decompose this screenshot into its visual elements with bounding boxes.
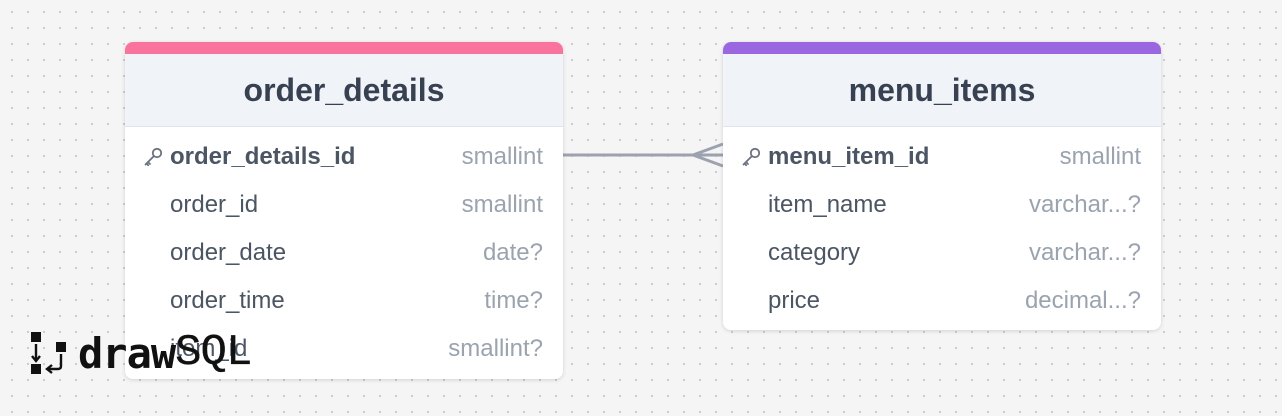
column-name: item_id [170, 335, 248, 362]
column-type: varchar...? [1028, 191, 1141, 218]
key-icon [742, 147, 761, 167]
crow-foot-many-icon [688, 142, 724, 168]
table-menu-items[interactable]: menu_items menu_item_id smallint item_na… [723, 42, 1161, 330]
table-title[interactable]: order_details [125, 54, 563, 127]
table-order-details[interactable]: order_details order_details_id smallint … [125, 42, 563, 379]
column-row-menu-item-id[interactable]: menu_item_id smallint [723, 133, 1161, 181]
column-row-item-name[interactable]: item_name varchar...? [723, 181, 1161, 229]
column-type: smallint? [448, 335, 543, 362]
column-name: order_date [170, 239, 287, 266]
column-type: time? [484, 287, 543, 314]
column-row-order-date[interactable]: order_date date? [125, 229, 563, 277]
column-name: item_name [768, 191, 887, 218]
column-type: decimal...? [1024, 287, 1141, 314]
column-row-price[interactable]: price decimal...? [723, 277, 1161, 325]
column-name: order_id [170, 191, 259, 218]
column-type: date? [482, 239, 543, 266]
column-name: order_time [170, 287, 285, 314]
column-type: smallint [1059, 143, 1141, 170]
logo-word-draw: draw [78, 328, 176, 378]
column-name: order_details_id [170, 143, 356, 170]
key-icon [144, 147, 163, 167]
column-row-item-id[interactable]: item_id smallint? [125, 325, 563, 373]
column-row-category[interactable]: category varchar...? [723, 229, 1161, 277]
column-type: smallint [461, 143, 543, 170]
drawsql-logo-mark-icon [31, 332, 66, 374]
column-row-order-time[interactable]: order_time time? [125, 277, 563, 325]
table-color-bar [723, 42, 1161, 54]
column-row-order-details-id[interactable]: order_details_id smallint [125, 133, 563, 181]
column-row-order-id[interactable]: order_id smallint [125, 181, 563, 229]
column-type: smallint [461, 191, 543, 218]
column-name: menu_item_id [768, 143, 930, 170]
table-color-bar [125, 42, 563, 54]
column-type: varchar...? [1028, 239, 1141, 266]
table-title[interactable]: menu_items [723, 54, 1161, 127]
drawsql-logo: draw SQL [30, 328, 253, 378]
logo-word-sql: SQL [175, 328, 253, 378]
column-name: price [768, 287, 821, 314]
column-name: category [768, 239, 861, 266]
